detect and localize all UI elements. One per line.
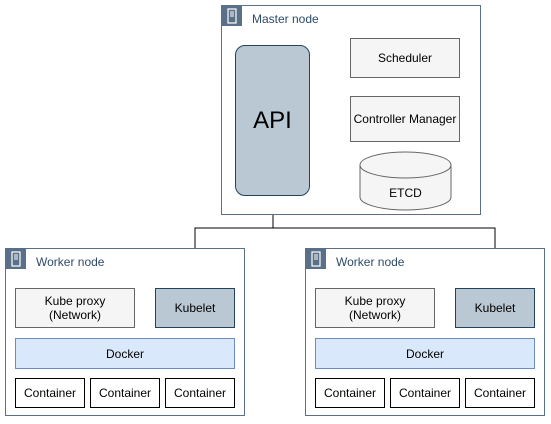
kubelet-label: Kubelet <box>174 301 216 315</box>
server-icon <box>6 249 26 269</box>
etcd-cylinder[interactable] <box>359 151 452 211</box>
scheduler-label: Scheduler <box>377 51 433 65</box>
worker-node-title: Worker node <box>36 255 105 269</box>
kubelet-label: Kubelet <box>474 301 516 315</box>
kube-proxy-box[interactable]: Kube proxy (Network) <box>15 288 135 328</box>
kubelet-box[interactable]: Kubelet <box>455 288 535 328</box>
container-label: Container <box>323 386 377 400</box>
container-label: Container <box>173 386 227 400</box>
kubelet-box[interactable]: Kubelet <box>155 288 235 328</box>
controller-manager-label: Controller Manager <box>353 112 457 126</box>
kube-proxy-label: Kube proxy (Network) <box>344 294 406 322</box>
container-box[interactable]: Container <box>15 378 85 408</box>
container-box[interactable]: Container <box>390 378 460 408</box>
controller-manager-box[interactable]: Controller Manager <box>350 96 460 142</box>
container-box[interactable]: Container <box>465 378 535 408</box>
docker-box[interactable]: Docker <box>315 338 535 369</box>
server-icon <box>222 6 242 26</box>
master-node-title: Master node <box>252 12 319 26</box>
container-box[interactable]: Container <box>165 378 235 408</box>
worker-node-title: Worker node <box>336 255 405 269</box>
container-box[interactable]: Container <box>90 378 160 408</box>
docker-box[interactable]: Docker <box>15 338 235 369</box>
api-label: API <box>253 106 292 134</box>
docker-label: Docker <box>405 346 444 361</box>
scheduler-box[interactable]: Scheduler <box>350 38 460 78</box>
kube-proxy-box[interactable]: Kube proxy (Network) <box>315 288 435 328</box>
container-box[interactable]: Container <box>315 378 385 408</box>
kube-proxy-label: Kube proxy (Network) <box>44 294 106 322</box>
container-label: Container <box>23 386 77 400</box>
container-label: Container <box>398 386 452 400</box>
server-icon <box>306 249 326 269</box>
docker-label: Docker <box>105 346 144 361</box>
container-label: Container <box>98 386 152 400</box>
etcd-label: ETCD <box>389 186 422 200</box>
container-label: Container <box>473 386 527 400</box>
api-server[interactable]: API <box>235 45 310 196</box>
